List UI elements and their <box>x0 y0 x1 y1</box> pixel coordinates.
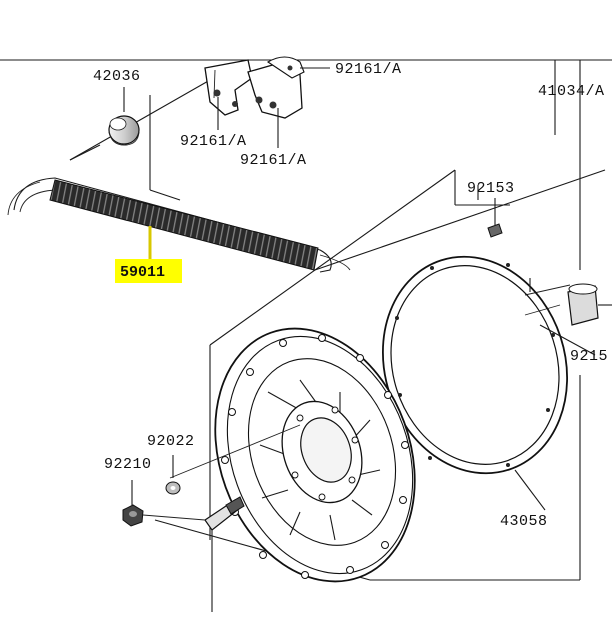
label-42036: 42036 <box>93 68 141 85</box>
bracket-assembly-92161a[interactable] <box>204 56 330 148</box>
label-59011: 59011 <box>120 264 165 281</box>
drive-belt[interactable] <box>7 177 351 273</box>
drum-bolt-holes <box>221 334 409 579</box>
bolt-92153[interactable] <box>487 198 503 238</box>
bushing-42036[interactable] <box>108 87 140 146</box>
highlight-59011 <box>115 259 182 283</box>
clutch-drum[interactable] <box>181 300 448 609</box>
nut-92210[interactable] <box>122 480 206 527</box>
spacer-9215[interactable] <box>524 283 612 356</box>
label-92161a-bottom: 92161/A <box>240 152 307 169</box>
gasket-holes <box>395 263 555 467</box>
label-92161a-top: 92161/A <box>335 61 402 78</box>
label-92161a-left: 92161/A <box>180 133 247 150</box>
label-43058: 43058 <box>500 513 548 530</box>
label-9215: 9215 <box>570 348 608 365</box>
label-92210: 92210 <box>104 456 152 473</box>
hub-bolt-holes <box>291 406 359 501</box>
label-41034a: 41034/A <box>538 83 605 100</box>
label-92022: 92022 <box>147 433 195 450</box>
label-92153: 92153 <box>467 180 515 197</box>
washer-92022[interactable] <box>165 455 181 495</box>
stud-shaft[interactable] <box>169 424 301 612</box>
